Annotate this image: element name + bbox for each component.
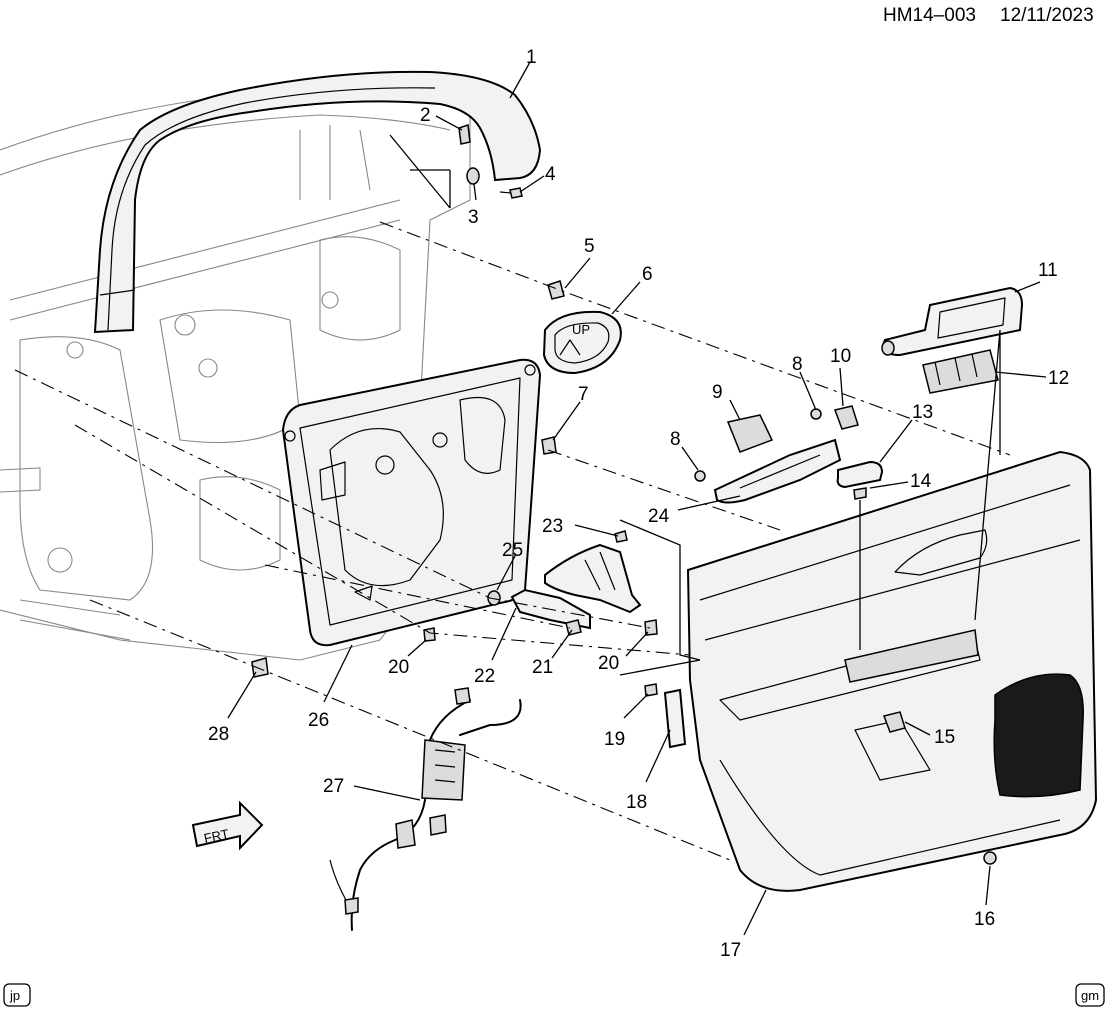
part-15-switch: [883, 711, 906, 733]
callout-28: 28: [208, 724, 229, 745]
callout-20-left: 20: [388, 657, 409, 678]
callout-labels: 1 2 3 4 5 6 7 8 8 9 10 11 12 13 14 15 16…: [208, 47, 1069, 961]
callout-25: 25: [502, 540, 523, 561]
part-19-screw: [644, 683, 658, 697]
part-8-screw-upper: [810, 408, 822, 420]
callout-1: 1: [526, 47, 537, 68]
callout-3: 3: [468, 207, 479, 228]
part-18-bezel-strip: [663, 688, 687, 749]
callout-19: 19: [604, 729, 625, 750]
callout-9: 9: [712, 382, 723, 403]
callout-26: 26: [308, 710, 329, 731]
callout-8-lower: 8: [670, 429, 681, 450]
part-14-screw: [853, 487, 867, 500]
part-27-wiring-harness: [329, 687, 522, 931]
part-12-window-switch: [922, 349, 999, 394]
callout-21: 21: [532, 657, 553, 678]
callout-17: 17: [720, 940, 741, 961]
part-2-clip: [458, 123, 471, 145]
part-8-screw-lower: [694, 470, 706, 482]
part-24-handle-bracket: [713, 438, 842, 504]
callout-6: 6: [642, 264, 653, 285]
callout-20-right: 20: [598, 653, 619, 674]
part-10-clip: [834, 405, 859, 430]
diagram-code: HM14–003: [883, 5, 976, 26]
callout-22: 22: [474, 666, 495, 687]
part-17-door-trim-panel: [686, 450, 1098, 892]
callout-8-upper: 8: [792, 354, 803, 375]
callout-leaders: [227, 61, 1047, 936]
part-9-lock-switch: [726, 414, 774, 453]
callout-18: 18: [626, 792, 647, 813]
callout-4: 4: [545, 164, 556, 185]
callout-27: 27: [323, 776, 344, 797]
corner-label-gm: gm: [1081, 988, 1099, 1003]
front-direction-arrow: FRT: [191, 800, 264, 851]
alignment-lines: [14, 134, 1011, 861]
corner-badge-left: jp: [3, 983, 31, 1007]
part-1-window-frame-molding: [93, 70, 542, 334]
callout-12: 12: [1048, 368, 1069, 389]
callout-2: 2: [420, 105, 431, 126]
part-23-bracket: [544, 530, 642, 614]
callout-5: 5: [584, 236, 595, 257]
part-4-screw: [499, 187, 523, 199]
callout-7: 7: [578, 384, 589, 405]
part-11-switch-bezel: [881, 286, 1024, 357]
callout-10: 10: [830, 346, 851, 367]
callout-11: 11: [1038, 260, 1058, 281]
part-5-clip: [547, 280, 565, 300]
part-7-clip: [541, 436, 557, 455]
part-20-clip-right: [644, 619, 658, 636]
callout-23: 23: [542, 516, 563, 537]
diagram-date: 12/11/2023: [1000, 5, 1094, 26]
corner-label-jp: jp: [9, 988, 20, 1003]
callout-13: 13: [912, 402, 933, 423]
frt-label: FRT: [203, 826, 231, 846]
part-3-grommet: [466, 167, 480, 185]
callout-16: 16: [974, 909, 995, 930]
part-25-grommet: [487, 590, 501, 606]
callout-14: 14: [910, 471, 932, 492]
part-6-water-deflector: UP: [542, 310, 622, 375]
corner-badge-right: gm: [1075, 983, 1105, 1007]
part-16-screw: [983, 851, 997, 865]
callout-24: 24: [648, 506, 670, 527]
part-26-module-panel: [281, 358, 542, 647]
callout-15: 15: [934, 727, 955, 748]
part-13-pull-cover: [836, 460, 884, 489]
up-marking: UP: [572, 322, 590, 337]
part-21-bolt: [565, 619, 582, 636]
